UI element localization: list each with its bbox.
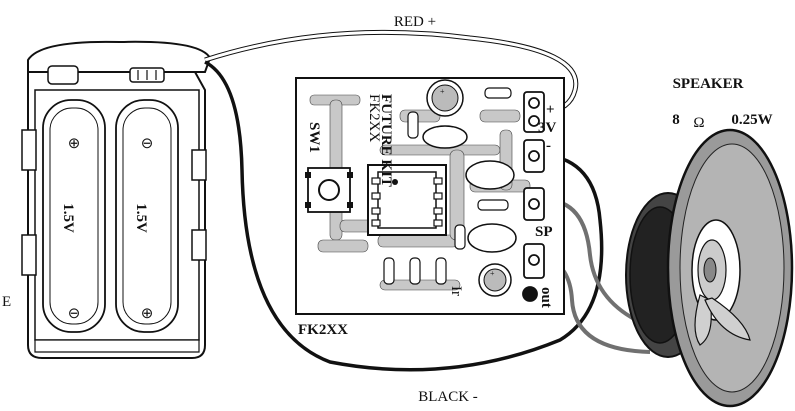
pad-minus-label: -	[546, 138, 551, 154]
battery-1-top-sign: ⊕	[68, 136, 81, 152]
board-model-label: FK2XX	[298, 322, 348, 338]
board-code-label: FK2XX	[366, 94, 382, 143]
speaker-power: 0.25W	[731, 112, 772, 128]
speaker	[625, 128, 794, 408]
black-wire-label: BLACK -	[418, 389, 478, 405]
battery-holder: ⊕ ⊖ 1.5V ⊖ ⊕ 1.5V	[21, 40, 212, 359]
pad-out-label: out	[538, 287, 554, 308]
black-wire	[204, 60, 604, 372]
battery-2-bottom-sign: ⊕	[141, 306, 154, 322]
pad-sp-label: SP	[535, 224, 553, 240]
red-wire	[204, 29, 579, 115]
battery-2-voltage: 1.5V	[133, 203, 149, 233]
battery-2-top-sign: ⊖	[141, 136, 154, 152]
ic-chip	[367, 164, 447, 236]
battery-1-voltage: 1.5V	[60, 203, 76, 233]
edge-letter: E	[2, 294, 11, 310]
pad-plus-label: +	[546, 102, 555, 118]
battery-cell-2: ⊖ ⊕ 1.5V	[115, 99, 179, 333]
switch-label: SW1	[306, 122, 322, 153]
speaker-title: SPEAKER	[673, 76, 744, 92]
ohm-symbol: Ω	[693, 115, 704, 131]
brand-label: FUTURE KIT	[378, 94, 394, 187]
svg-text:+: +	[490, 269, 495, 278]
pad-3v-label: 3V	[538, 120, 557, 136]
svg-text:+: +	[440, 87, 445, 96]
pad-ir-label: Ir	[448, 286, 464, 296]
pcb-board: + +	[295, 77, 565, 315]
battery-cell-1: ⊕ ⊖ 1.5V	[42, 99, 106, 333]
speaker-wire-1	[544, 198, 641, 324]
speaker-ohm-value: 8	[672, 112, 680, 128]
red-wire-label: RED +	[394, 14, 436, 30]
switch-sw1	[305, 167, 353, 213]
battery-1-bottom-sign: ⊖	[68, 306, 81, 322]
